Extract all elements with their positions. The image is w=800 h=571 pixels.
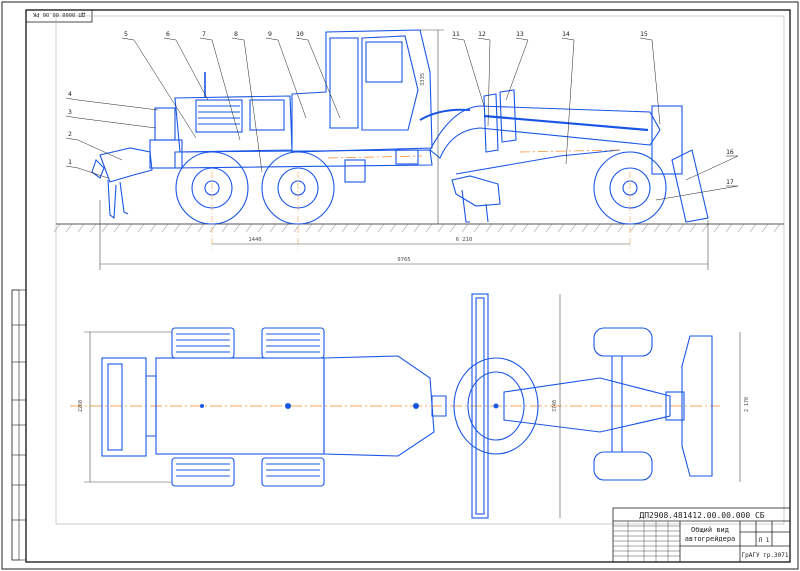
dim-height: 3335	[420, 73, 426, 86]
callout-17: 17	[726, 178, 734, 186]
callout-3: 3	[68, 108, 72, 116]
callout-6: 6	[166, 30, 170, 38]
dim-wheelbase: 6 210	[456, 237, 473, 243]
callout-12: 12	[478, 30, 486, 38]
drawing-zone	[55, 15, 785, 525]
callout-15: 15	[640, 30, 648, 38]
callout-11: 11	[452, 30, 460, 38]
callout-9: 9	[268, 30, 272, 38]
dim-wheelbase-rear: 1440	[248, 237, 261, 243]
callout-1: 1	[68, 158, 72, 166]
side-view: 3335 1440 6 210 9765 1 2 3	[53, 29, 784, 270]
callout-10: 10	[296, 30, 304, 38]
sheet-label: Л 1	[759, 537, 770, 544]
org-label: ГрАГУ гр.3071	[742, 552, 789, 559]
callout-4: 4	[68, 90, 72, 98]
callout-13: 13	[516, 30, 524, 38]
title-line-2: автогрейдера	[685, 535, 736, 543]
title-line-1: Общий вид	[691, 526, 729, 534]
top-view: 2260 3740 2 170	[70, 293, 750, 519]
callout-16: 16	[726, 148, 734, 156]
stamp-code: ДП 0000 00.00 РК	[32, 11, 85, 17]
title-block: ДП2908.481412.00.00.000 СБ Общий вид авт…	[612, 507, 791, 563]
dim-width-front: 2260	[78, 400, 84, 412]
dim-blade-width: 2 170	[744, 397, 750, 412]
callout-7: 7	[202, 30, 206, 38]
callout-2: 2	[68, 130, 72, 138]
drawing-code: ДП2908.481412.00.00.000 СБ	[639, 511, 764, 520]
left-side-strip	[11, 289, 27, 561]
dim-length: 9765	[397, 257, 410, 263]
callout-5: 5	[124, 30, 128, 38]
dim-blade-span: 3740	[552, 400, 558, 412]
callout-8: 8	[234, 30, 238, 38]
callout-14: 14	[562, 30, 570, 38]
